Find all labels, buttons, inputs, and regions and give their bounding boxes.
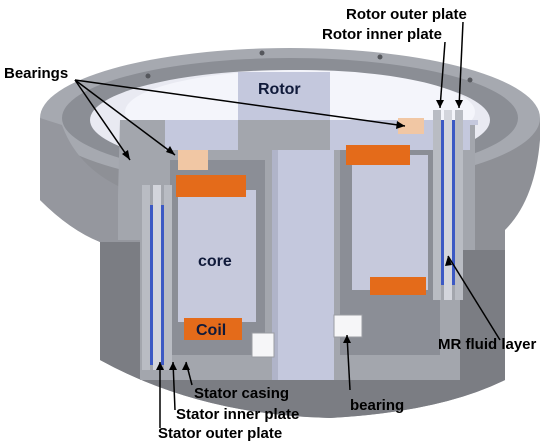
plate	[433, 110, 441, 300]
arrowhead	[436, 100, 444, 108]
left-core	[178, 190, 256, 322]
leader-rotor-inner-plate	[439, 41, 446, 109]
label-rotor-outer-plate: Rotor outer plate	[346, 6, 467, 23]
bearing-block-top	[178, 150, 208, 170]
label-stator-outer-plate: Stator outer plate	[158, 425, 282, 442]
right-coil-top	[346, 145, 410, 165]
plate	[455, 110, 463, 300]
leader-lines	[74, 21, 501, 428]
bearing-block-right-top	[398, 118, 424, 134]
leader-bearings-3	[74, 79, 406, 127]
left-coil-bottom	[184, 318, 242, 340]
leader-bearings-1	[74, 79, 131, 161]
rim-hole	[377, 54, 383, 60]
plate-mr-layer	[161, 205, 164, 365]
section-face	[118, 72, 478, 380]
label-mr-fluid-layer: MR fluid layer	[438, 336, 537, 353]
label-bearing: bearing	[350, 397, 404, 414]
plate	[444, 110, 452, 300]
plate-mr-layer	[441, 120, 444, 285]
stator-bottom-gap	[251, 332, 275, 358]
left-coil-top	[176, 175, 246, 197]
bearing-block-bottom	[333, 314, 363, 338]
arrowhead	[343, 335, 351, 343]
rotor-shaft-edge	[272, 150, 278, 380]
right-coil-bottom	[370, 277, 426, 295]
arrowhead	[156, 362, 164, 370]
arrowhead	[396, 121, 405, 129]
leader-bearings-2	[74, 79, 176, 156]
label-core: core	[198, 253, 232, 270]
right-plate-stack	[433, 110, 463, 300]
plate	[164, 185, 172, 370]
rim-hole	[259, 50, 265, 56]
rotor-shaft	[272, 150, 334, 380]
arrowhead	[182, 362, 190, 370]
arrowhead	[455, 100, 463, 108]
label-bearings: Bearings	[4, 65, 68, 82]
arrowhead	[445, 256, 452, 266]
plate	[142, 185, 150, 370]
label-stator-casing: Stator casing	[194, 385, 289, 402]
leader-rotor-outer-plate	[458, 21, 464, 109]
arrowhead	[169, 362, 177, 370]
leader-mr-fluid-layer	[447, 255, 501, 341]
plate-mr-layer	[452, 120, 455, 285]
right-core	[352, 155, 428, 290]
plate	[153, 185, 161, 370]
label-stator-inner-plate: Stator inner plate	[176, 406, 299, 423]
label-rotor-inner-plate: Rotor inner plate	[322, 26, 442, 43]
rim-hole	[467, 77, 473, 83]
left-plate-stack	[142, 185, 172, 370]
label-coil: Coil	[196, 322, 226, 339]
label-rotor: Rotor	[258, 81, 301, 98]
housing-lower-shade	[100, 242, 505, 418]
plate-mr-layer	[150, 205, 153, 365]
leader-bearing	[346, 334, 351, 391]
housing-rim-front-left	[40, 118, 140, 242]
leader-arrowheads	[122, 100, 463, 370]
rim-hole	[145, 73, 151, 79]
arrowhead	[122, 150, 130, 160]
arrowhead	[166, 146, 175, 155]
